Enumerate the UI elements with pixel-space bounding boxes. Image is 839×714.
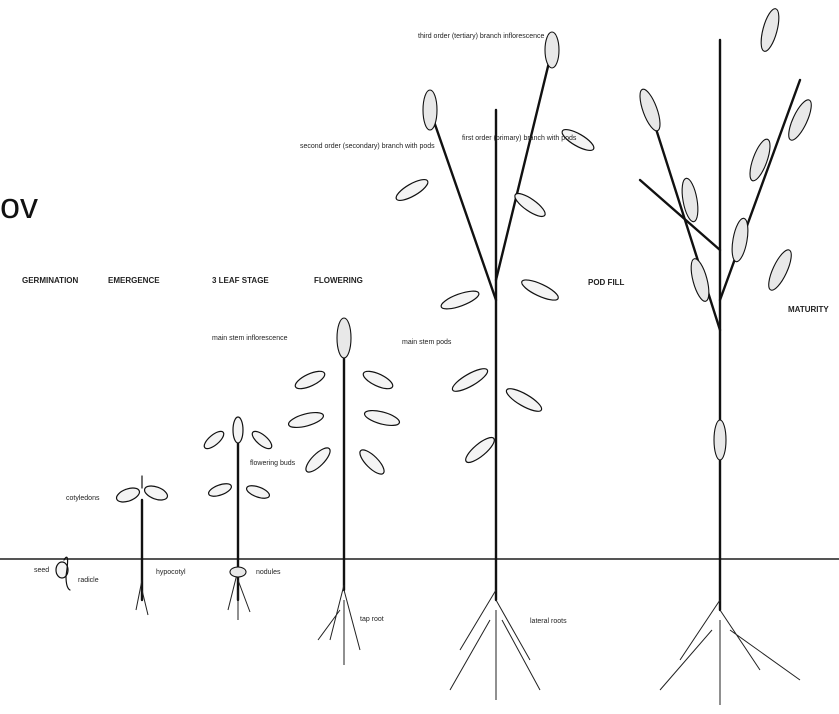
label-hypocotyl: hypocotyl [156,569,186,576]
label-nodules: nodules [256,569,281,576]
stage-label-pod-fill: POD FILL [588,278,625,287]
label-tap-root: tap root [360,616,384,623]
stage-label-3-leaf-stage: 3 LEAF STAGE [212,276,269,285]
plant-emergence: cotyledons hypocotyl [66,476,186,615]
label-main-stem-pods: main stem pods [402,339,452,346]
label-lateral-roots: lateral roots [530,618,567,625]
stage-label-maturity: MATURITY [788,305,829,314]
plant-flowering: main stem inflorescence tap root [212,318,401,665]
label-radicle: radicle [78,577,99,584]
plant-germination: seed radicle [34,557,99,590]
plant-maturity [636,7,816,705]
stage-label-flowering: FLOWERING [314,276,363,285]
label-second-order-branch: second order (secondary) branch with pod… [300,143,435,150]
label-third-order-branch: third order (tertiary) branch infloresce… [418,33,545,40]
label-flowering-buds: flowering buds [250,460,296,467]
stage-label-germination: GERMINATION [22,276,79,285]
label-seed: seed [34,567,49,574]
plant-3-leaf-stage: flowering buds nodules [202,417,296,620]
stage-label-emergence: EMERGENCE [108,276,160,285]
label-cotyledons: cotyledons [66,495,100,502]
label-first-order-branch: first order (primary) branch with pods [462,135,577,142]
label-main-stem-inflorescence: main stem inflorescence [212,335,288,342]
